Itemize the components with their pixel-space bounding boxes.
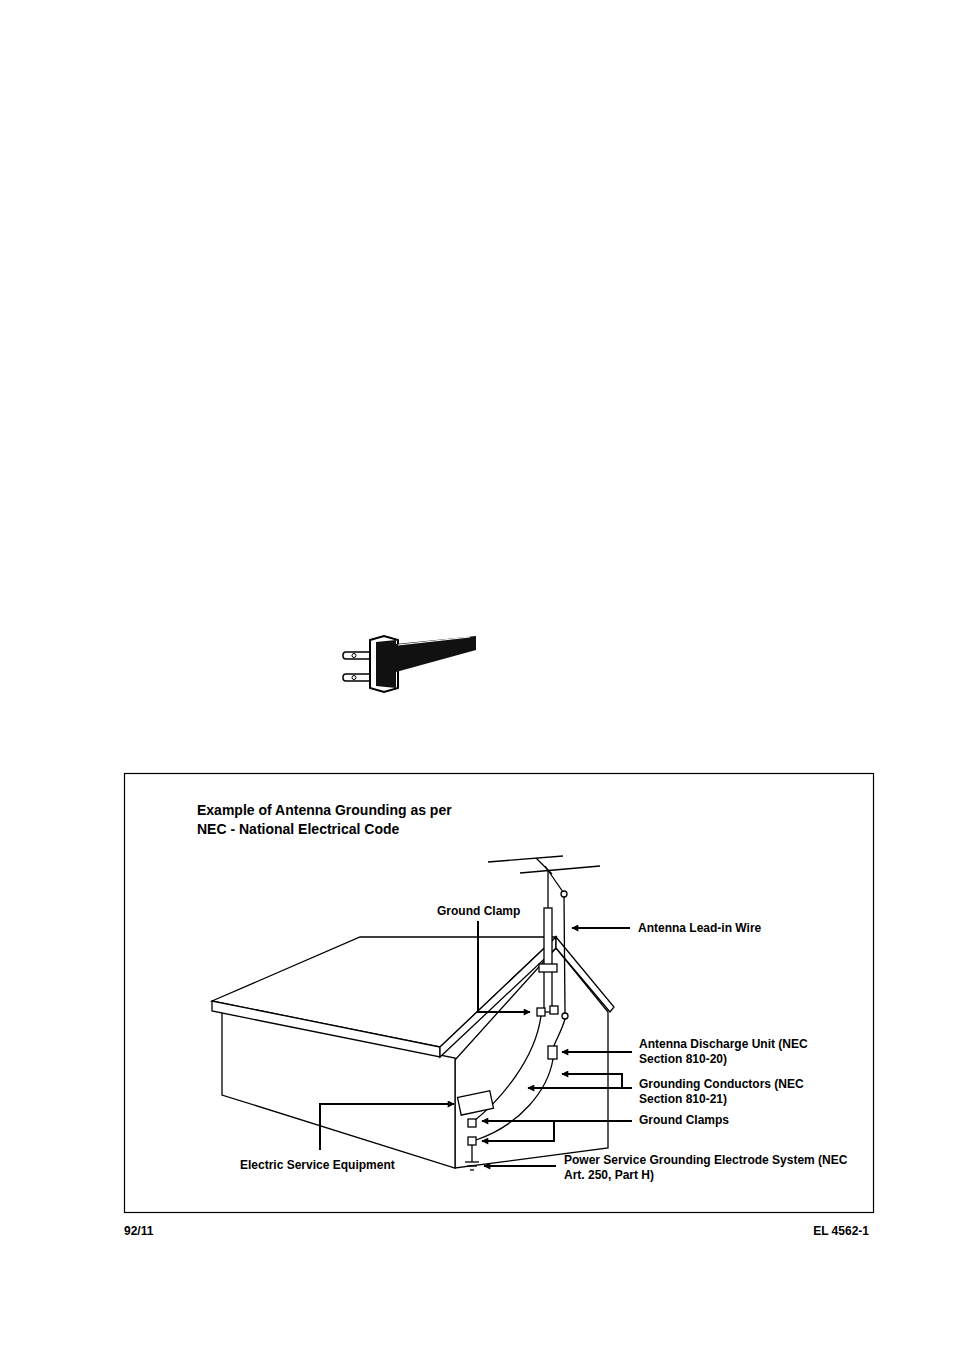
part-label: Antenna Discharge Unit (NEC Section 810-… xyxy=(639,1037,814,1067)
part-label: Ground Clamp xyxy=(437,904,520,919)
part-label: Ground Clamps xyxy=(639,1113,729,1128)
drawing-number: EL 4562-1 xyxy=(813,1224,869,1239)
plug-picture xyxy=(343,636,476,692)
antenna-drawing xyxy=(457,856,600,1170)
leader-lines xyxy=(320,921,632,1166)
diagram-title: Example of Antenna Grounding as per NEC … xyxy=(197,801,472,839)
part-label: Power Service Grounding Electrode System… xyxy=(564,1153,864,1183)
page-code: 92/11 xyxy=(124,1224,153,1239)
part-label: Electric Service Equipment xyxy=(240,1158,395,1173)
part-label: Antenna Lead-in Wire xyxy=(638,921,761,936)
house-drawing xyxy=(212,937,614,1168)
part-label: Grounding Conductors (NEC Section 810-21… xyxy=(639,1077,814,1107)
frame xyxy=(125,774,874,1213)
